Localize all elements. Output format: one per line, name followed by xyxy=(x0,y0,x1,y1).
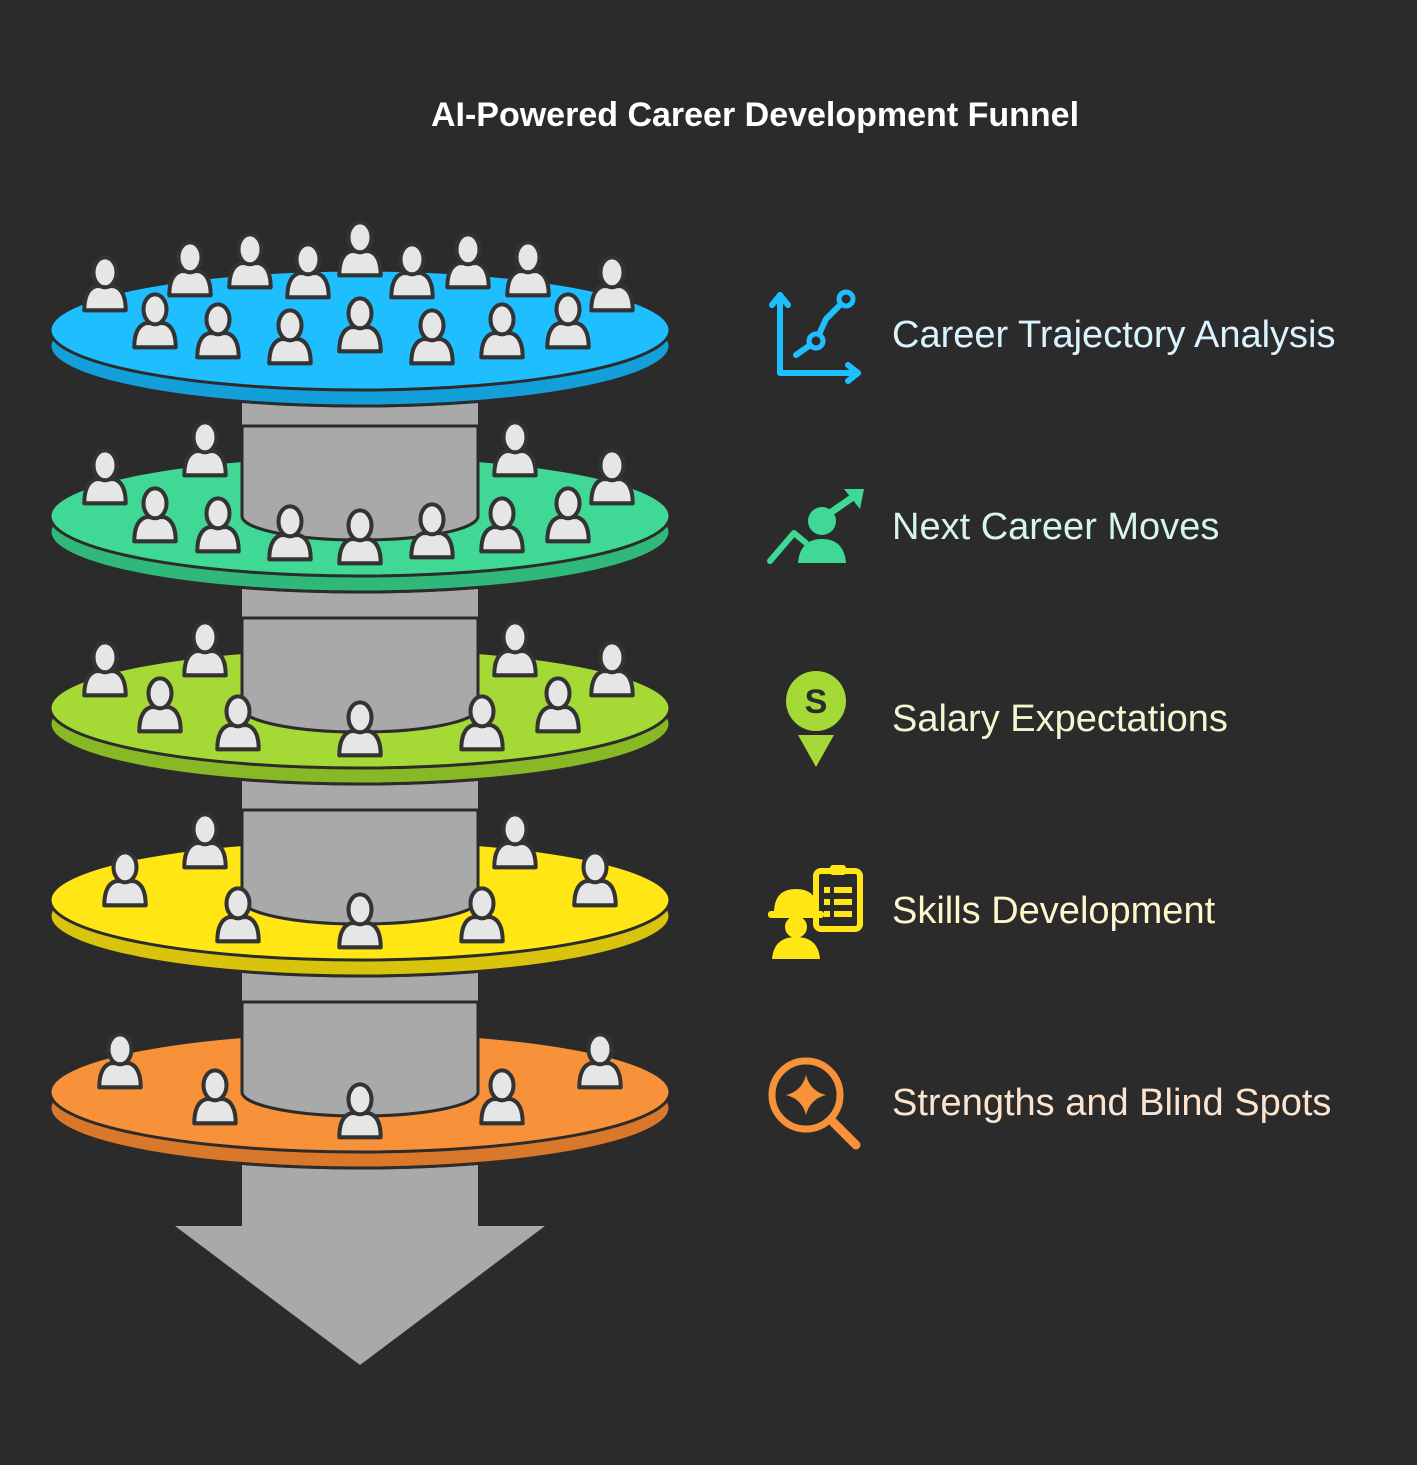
person-icon xyxy=(459,694,505,752)
page-title: AI-Powered Career Development Funnel xyxy=(430,96,1080,134)
funnel-disc-2 xyxy=(48,420,672,594)
person-icon xyxy=(389,242,435,300)
person-icon xyxy=(182,812,228,870)
person-icon xyxy=(479,1068,525,1126)
person-icon xyxy=(82,255,128,313)
person-icon xyxy=(479,496,525,554)
stage-label-salary-expectations: Salary Expectations xyxy=(892,697,1228,740)
person-icon xyxy=(535,676,581,734)
person-icon xyxy=(267,504,313,562)
person-icon xyxy=(492,420,538,478)
person-icon xyxy=(285,242,331,300)
person-icon xyxy=(492,812,538,870)
person-icon xyxy=(589,255,635,313)
worker-checklist-icon xyxy=(768,865,863,959)
stage-label-strengths-blind-spots: Strengths and Blind Spots xyxy=(892,1081,1332,1124)
person-growth-arrow-icon xyxy=(767,489,864,564)
person-icon xyxy=(82,640,128,698)
person-icon xyxy=(337,508,383,566)
funnel-disc-1 xyxy=(48,220,672,408)
person-icon xyxy=(337,892,383,950)
person-icon xyxy=(227,232,273,290)
funnel-diagram xyxy=(48,220,672,1365)
person-icon xyxy=(195,496,241,554)
funnel-disc-4 xyxy=(48,808,672,978)
stage-label-next-career-moves: Next Career Moves xyxy=(892,505,1220,548)
person-icon xyxy=(182,420,228,478)
magnifier-sparkle-icon xyxy=(768,1057,861,1150)
trajectory-chart-icon xyxy=(769,289,861,384)
stage-row-strengths-blind-spots: Strengths and Blind Spots xyxy=(760,1053,1400,1153)
stage-row-salary-expectations: S Salary Expectations xyxy=(760,669,1400,769)
person-icon xyxy=(459,886,505,944)
down-arrow-head xyxy=(175,1226,545,1365)
person-icon xyxy=(182,620,228,678)
person-icon xyxy=(545,486,591,544)
person-icon xyxy=(132,292,178,350)
svg-text:S: S xyxy=(805,683,828,721)
salary-pin-icon: S xyxy=(786,671,846,767)
person-icon xyxy=(137,676,183,734)
person-icon xyxy=(267,308,313,366)
person-icon xyxy=(167,240,213,298)
person-icon xyxy=(409,308,455,366)
person-icon xyxy=(572,850,618,908)
person-icon xyxy=(215,694,261,752)
person-icon xyxy=(492,620,538,678)
person-icon xyxy=(82,448,128,506)
person-icon xyxy=(102,850,148,908)
person-icon xyxy=(192,1068,238,1126)
person-icon xyxy=(445,232,491,290)
stage-row-skills-development: Skills Development xyxy=(760,861,1400,961)
person-icon xyxy=(97,1032,143,1090)
person-icon xyxy=(195,302,241,360)
person-icon xyxy=(409,502,455,560)
stage-row-next-career-moves: Next Career Moves xyxy=(760,477,1400,577)
person-icon xyxy=(337,700,383,758)
person-icon xyxy=(589,640,635,698)
person-icon xyxy=(589,448,635,506)
person-icon xyxy=(337,220,383,278)
stage-row-career-trajectory: Career Trajectory Analysis xyxy=(760,285,1400,385)
person-icon xyxy=(337,296,383,354)
stage-label-skills-development: Skills Development xyxy=(892,889,1216,932)
person-icon xyxy=(337,1082,383,1140)
person-icon xyxy=(545,292,591,350)
person-icon xyxy=(215,886,261,944)
funnel-disc-5 xyxy=(48,1000,672,1170)
person-icon xyxy=(577,1032,623,1090)
person-icon xyxy=(505,240,551,298)
funnel-disc-3 xyxy=(48,616,672,786)
funnel-discs xyxy=(48,220,672,1170)
person-icon xyxy=(479,302,525,360)
person-icon xyxy=(132,486,178,544)
stage-label-career-trajectory: Career Trajectory Analysis xyxy=(892,313,1336,356)
